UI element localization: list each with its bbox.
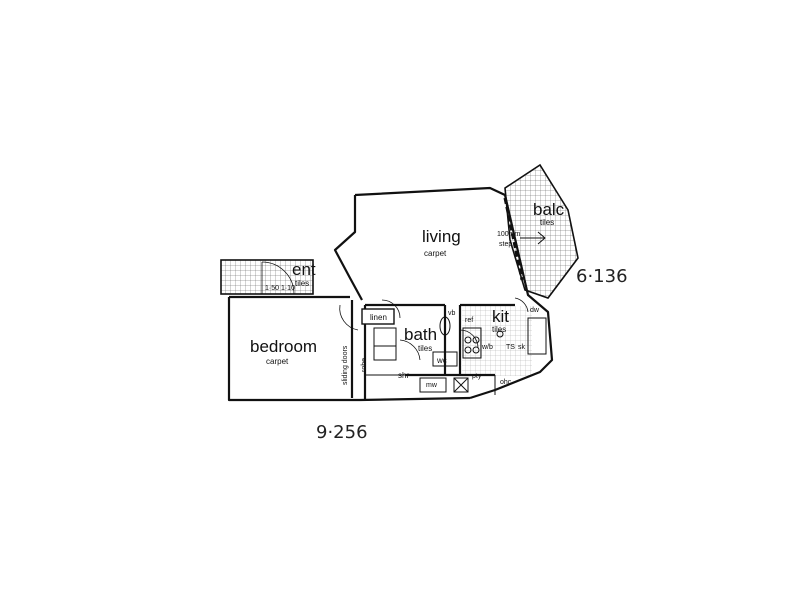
- ts-label: TS: [506, 344, 515, 351]
- dw-label: dw: [530, 307, 540, 314]
- living-floor: carpet: [424, 249, 447, 258]
- robe-label: robe: [361, 358, 368, 372]
- kit-label: kit: [492, 307, 509, 326]
- step-label-bottom: step: [499, 241, 512, 248]
- wb-label: w/b: [481, 344, 493, 351]
- kitchen-fixtures: [462, 317, 547, 359]
- outer-walls: [227, 186, 554, 402]
- ref-label: ref: [465, 317, 473, 324]
- linen-cupboard: linen: [361, 308, 395, 325]
- kitchen-floor: [462, 306, 532, 376]
- balc-label: balc: [533, 200, 565, 219]
- balcony-sliding-door: [503, 197, 524, 281]
- pty-label: pty: [472, 373, 482, 380]
- entry-area: [220, 259, 314, 295]
- wc-label: wc: [436, 356, 447, 365]
- balcony-area: [504, 163, 579, 299]
- bedroom-floor: carpet: [266, 357, 289, 366]
- step-label-top: 100mm: [497, 231, 521, 238]
- bath-fixtures: [373, 316, 469, 393]
- sk-label: sk: [518, 344, 526, 351]
- vb-label: vb: [448, 310, 456, 317]
- shr-label: shr: [398, 371, 409, 380]
- ent-dimension: 1·50 1·10: [265, 285, 295, 292]
- linen-label: linen: [370, 313, 387, 322]
- width-dimension: 9·256: [316, 422, 368, 443]
- ent-floor: tiles: [295, 279, 309, 288]
- doors: [261, 261, 529, 361]
- ent-label: ent: [292, 260, 316, 279]
- bath-floor: tiles: [418, 344, 432, 353]
- living-label: living: [422, 227, 461, 246]
- ohc-label: ohc: [500, 379, 512, 386]
- mw-label: mw: [426, 382, 438, 389]
- step-arrow: [520, 231, 546, 245]
- depth-dimension: 6·136: [576, 266, 628, 287]
- bath-label: bath: [404, 325, 437, 344]
- balc-floor: tiles: [540, 218, 554, 227]
- sliding-doors-label: sliding doors: [342, 345, 349, 385]
- kit-floor: tiles: [492, 325, 506, 334]
- bedroom-label: bedroom: [250, 337, 317, 356]
